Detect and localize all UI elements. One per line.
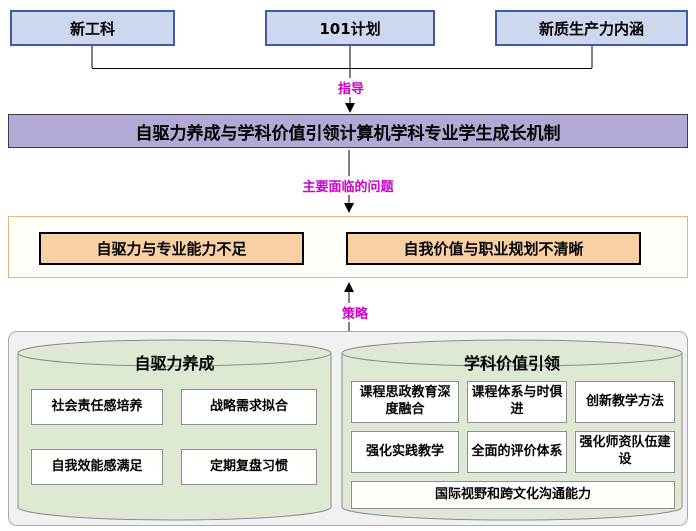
strategy-arrow-label: 策略	[337, 303, 373, 322]
problem-box-career: 自我价值与职业规划不清晰	[346, 232, 641, 265]
problems-arrow-label: 主要面临的问题	[298, 176, 398, 195]
guide-arrow-label: 指导	[333, 78, 369, 97]
cylinder-title-discipline-value: 学科价值引领	[463, 354, 560, 373]
cell-curriculum-update: 课程体系与时俱进	[467, 381, 567, 423]
cell-regular-review: 定期复盘习惯	[181, 449, 317, 485]
cell-ideology-education: 课程思政教育深度融合	[351, 381, 459, 423]
strategy-panel: 自驱力养成 社会责任感培养 战略需求拟合 自我效能感满足 定期复盘习惯 学科价值…	[8, 331, 688, 526]
top-box-101-plan: 101计划	[265, 10, 435, 46]
cell-strategic-needs: 战略需求拟合	[181, 389, 317, 425]
top-box-new-engineering: 新工科	[10, 10, 175, 46]
mechanism-title-box: 自驱力养成与学科价值引领计算机学科专业学生成长机制	[8, 114, 688, 148]
cell-self-efficacy: 自我效能感满足	[31, 449, 163, 485]
cylinder-discipline-value: 学科价值引领 课程思政教育深度融合 课程体系与时俱进 创新教学方法 强化实践教学…	[341, 339, 683, 521]
cylinder-title-self-drive: 自驱力养成	[134, 354, 215, 373]
guide-arrowhead-icon	[345, 103, 355, 113]
cell-innovative-teaching: 创新教学方法	[575, 381, 675, 423]
problem-box-ability: 自驱力与专业能力不足	[39, 232, 304, 265]
top-box-new-productivity: 新质生产力内涵	[495, 10, 688, 46]
cell-international-vision: 国际视野和跨文化沟通能力	[351, 481, 675, 509]
strategy-arrowhead-icon	[344, 282, 354, 292]
cell-social-responsibility: 社会责任感培养	[31, 389, 163, 425]
cylinder-self-drive: 自驱力养成 社会责任感培养 战略需求拟合 自我效能感满足 定期复盘习惯	[17, 339, 332, 521]
problems-arrowhead-icon	[344, 203, 354, 213]
problems-panel: 自驱力与专业能力不足 自我价值与职业规划不清晰	[8, 216, 688, 278]
cell-evaluation-system: 全面的评价体系	[467, 431, 567, 473]
cell-practice-teaching: 强化实践教学	[351, 431, 459, 473]
cell-faculty-building: 强化师资队伍建设	[575, 431, 675, 473]
